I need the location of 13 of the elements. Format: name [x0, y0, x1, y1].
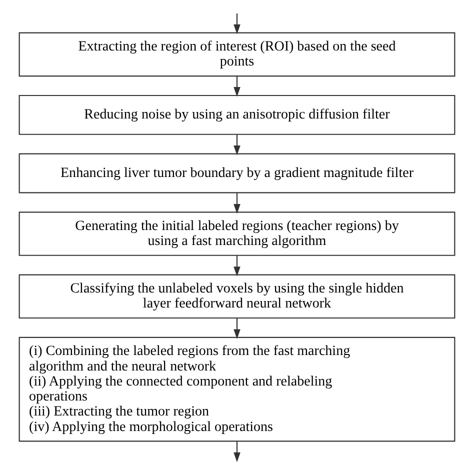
- arrow: [234, 318, 240, 340]
- node-box: (i) Combining the labeled regions from the fast marching algorithm and the neural network (ii) Applying the connected component and relabeling operations (iii) Extracting the tumor region (iv) Applying the morphological operations: [18, 336, 456, 442]
- node-box: Enhancing liver tumor boundary by a gradient magnitude filter: [18, 153, 456, 194]
- arrow: [234, 256, 240, 276]
- arrow: [234, 192, 240, 214]
- node-box: Classifying the unlabeled voxels by using the single hidden layer feedforward neural network: [18, 274, 456, 319]
- arrow: [234, 76, 240, 97]
- arrow: [234, 441, 240, 462]
- node-box: Reducing noise by using an anisotropic diffusion filter: [18, 94, 456, 135]
- arrow: [234, 134, 240, 156]
- node-box: Generating the initial labeled regions (teacher regions) by using a fast marching algorithm: [18, 212, 456, 256]
- arrow: [234, 14, 240, 34]
- node-box: Extracting the region of interest (ROI) based on the seed points: [18, 32, 456, 77]
